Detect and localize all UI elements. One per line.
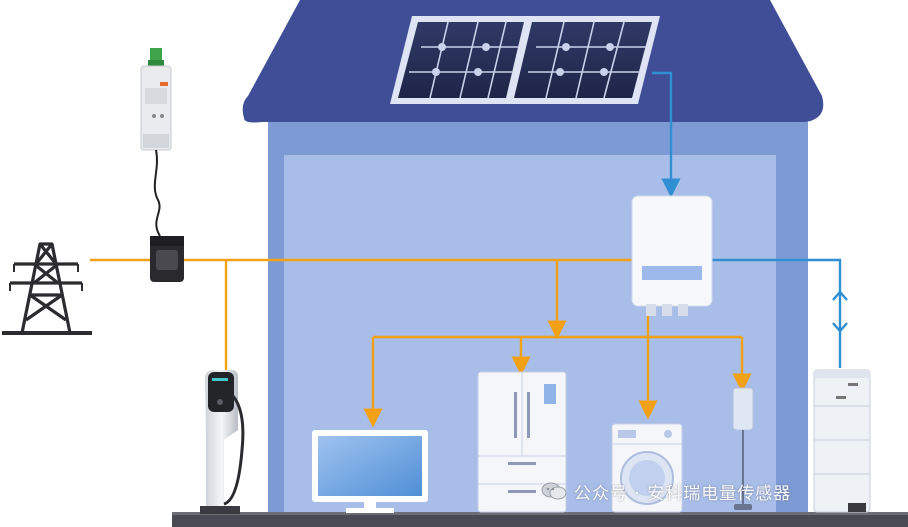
dc-lines: [652, 71, 848, 368]
battery-arrow-up: [832, 290, 848, 301]
wechat-icon: [541, 482, 567, 500]
watermark: 公众号 · 安科瑞电量传感器: [540, 478, 791, 504]
washing-machine-icon: [611, 423, 683, 513]
din-rail-meter-icon: [140, 48, 172, 237]
battery-storage-icon: [813, 369, 871, 513]
power-tower-icon: [2, 242, 92, 335]
solar-to-inverter-line: [652, 71, 681, 198]
refrigerator-icon: [477, 371, 567, 513]
floor-lamp-icon: [732, 387, 754, 510]
inverter-icon: [631, 195, 713, 316]
solar-panel-icon: [390, 16, 660, 104]
ground: [172, 512, 908, 527]
current-transformer-icon: [150, 236, 184, 282]
watermark-text: 公众号 · 安科瑞电量传感器: [574, 483, 792, 504]
monitor-icon: [312, 430, 428, 513]
ev-charger-icon: [200, 370, 245, 514]
battery-arrow-down: [832, 322, 848, 333]
